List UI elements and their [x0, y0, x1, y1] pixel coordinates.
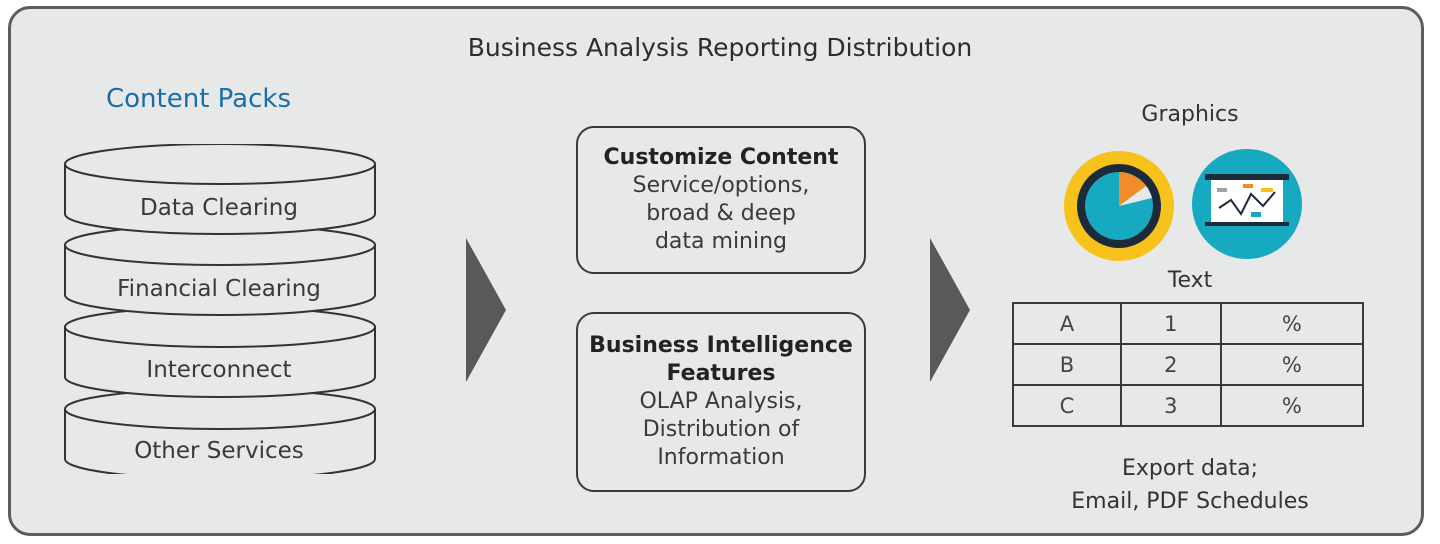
- layer-label-interconnect: Interconnect: [146, 357, 292, 383]
- sample-data-table: A 1 % B 2 % C 3 %: [1011, 302, 1365, 427]
- pie-chart-icon: [1064, 151, 1174, 261]
- export-line-1: Export data;: [1122, 456, 1258, 481]
- diagram-title: Business Analysis Reporting Distribution: [467, 33, 973, 62]
- layer-label-other-services: Other Services: [134, 438, 304, 464]
- table-cell: 2: [1120, 343, 1222, 386]
- layer-label-data-clearing: Data Clearing: [140, 195, 298, 221]
- table-cell: %: [1219, 302, 1365, 345]
- text-label: Text: [1167, 268, 1213, 293]
- business-intelligence-line-2: Distribution of: [642, 417, 800, 442]
- business-intelligence-box: Business Intelligence Features OLAP Anal…: [576, 312, 866, 492]
- table-cell: %: [1219, 384, 1365, 427]
- content-packs-heading: Content Packs: [106, 84, 292, 114]
- presentation-board-icon: [1192, 149, 1302, 259]
- content-packs-stack: [64, 144, 376, 474]
- table-cell: %: [1219, 343, 1365, 386]
- graphics-label: Graphics: [1141, 102, 1239, 127]
- table-row: C 3 %: [1011, 384, 1365, 427]
- table-cell: C: [1011, 384, 1123, 427]
- customize-content-line-1: Service/options,: [632, 173, 810, 198]
- customize-content-box: Customize Content Service/options, broad…: [576, 126, 866, 274]
- flow-arrow-1: [466, 238, 506, 382]
- export-caption: Export data; Email, PDF Schedules: [1030, 452, 1350, 518]
- business-intelligence-title: Business Intelligence: [589, 333, 853, 358]
- table-cell: B: [1011, 343, 1123, 386]
- business-intelligence-line-1: OLAP Analysis,: [639, 389, 803, 414]
- export-line-2: Email, PDF Schedules: [1071, 489, 1309, 514]
- flow-arrow-2: [930, 238, 970, 382]
- table-row: A 1 %: [1011, 302, 1365, 345]
- layer-label-financial-clearing: Financial Clearing: [117, 276, 321, 302]
- business-intelligence-title-2: Features: [666, 361, 776, 386]
- customize-content-line-3: data mining: [654, 229, 788, 254]
- customize-content-title: Customize Content: [603, 145, 839, 170]
- table-cell: 3: [1120, 384, 1222, 427]
- customize-content-line-2: broad & deep: [646, 201, 796, 226]
- table-cell: A: [1011, 302, 1123, 345]
- cylinder-top-data-clearing: [64, 144, 376, 185]
- table-cell: 1: [1120, 302, 1222, 345]
- table-row: B 2 %: [1011, 343, 1365, 386]
- business-intelligence-line-3: Information: [657, 445, 785, 470]
